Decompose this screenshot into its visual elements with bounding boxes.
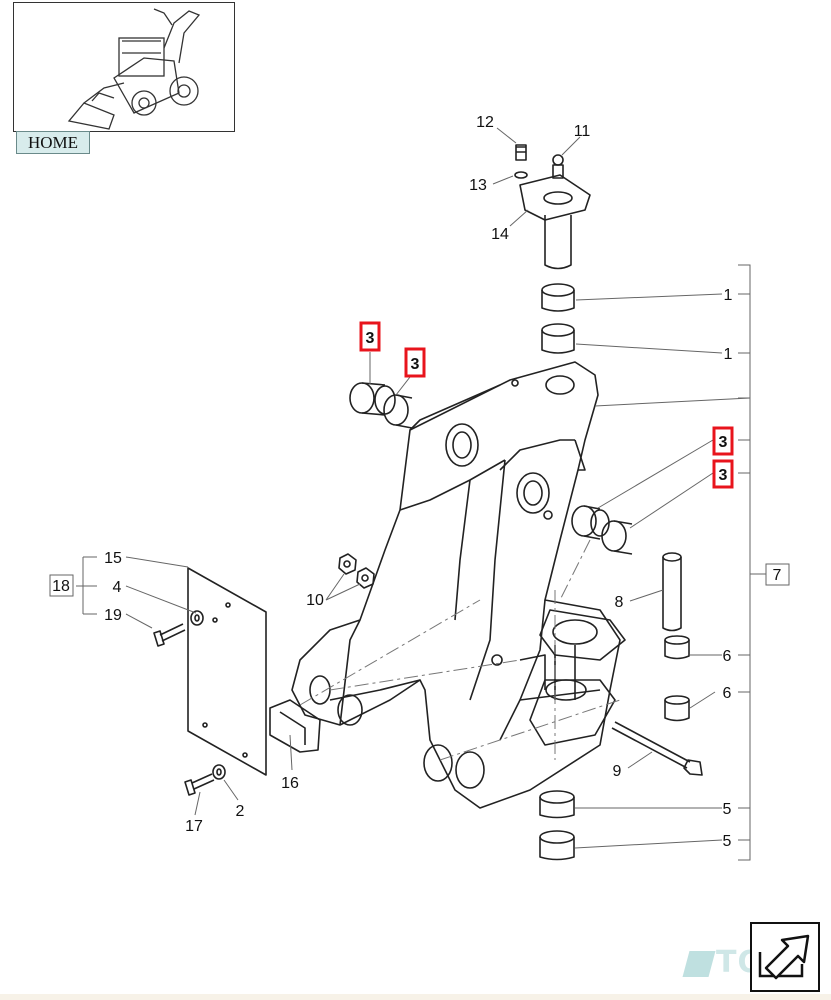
callout-18: 18 xyxy=(52,578,70,595)
callout-3a: 3 xyxy=(366,330,375,347)
callout-10: 10 xyxy=(306,592,324,609)
callout-14: 14 xyxy=(491,226,509,243)
callout-15: 15 xyxy=(104,550,122,567)
callout-3b: 3 xyxy=(411,356,420,373)
callout-3d: 3 xyxy=(719,467,728,484)
next-page-button[interactable] xyxy=(750,922,820,992)
footer-strip xyxy=(0,994,831,1000)
callout-3c: 3 xyxy=(719,434,728,451)
callout-1a: 1 xyxy=(724,287,733,304)
home-button[interactable]: HOME xyxy=(16,131,90,154)
callout-6a: 6 xyxy=(723,648,732,665)
backhoe-loader-icon xyxy=(67,8,201,130)
callout-16: 16 xyxy=(281,775,299,792)
callout-9: 9 xyxy=(613,763,622,780)
callout-13: 13 xyxy=(469,177,487,194)
callout-12: 12 xyxy=(476,114,494,131)
callout-8: 8 xyxy=(615,594,624,611)
callout-17: 17 xyxy=(185,818,203,835)
swing-frame xyxy=(291,361,621,809)
callout-11: 11 xyxy=(574,123,591,140)
callout-2: 2 xyxy=(236,803,245,820)
callout-1b: 1 xyxy=(724,346,733,363)
callout-19: 19 xyxy=(104,607,122,624)
callout-5b: 5 xyxy=(723,833,732,850)
machine-thumbnail[interactable] xyxy=(13,2,235,132)
callout-5a: 5 xyxy=(723,801,732,818)
callout-4: 4 xyxy=(113,579,122,596)
watermark-logo-icon xyxy=(682,950,716,977)
callout-7: 7 xyxy=(773,567,782,584)
callout-6b: 6 xyxy=(723,685,732,702)
arrow-next-page-icon xyxy=(758,934,810,980)
